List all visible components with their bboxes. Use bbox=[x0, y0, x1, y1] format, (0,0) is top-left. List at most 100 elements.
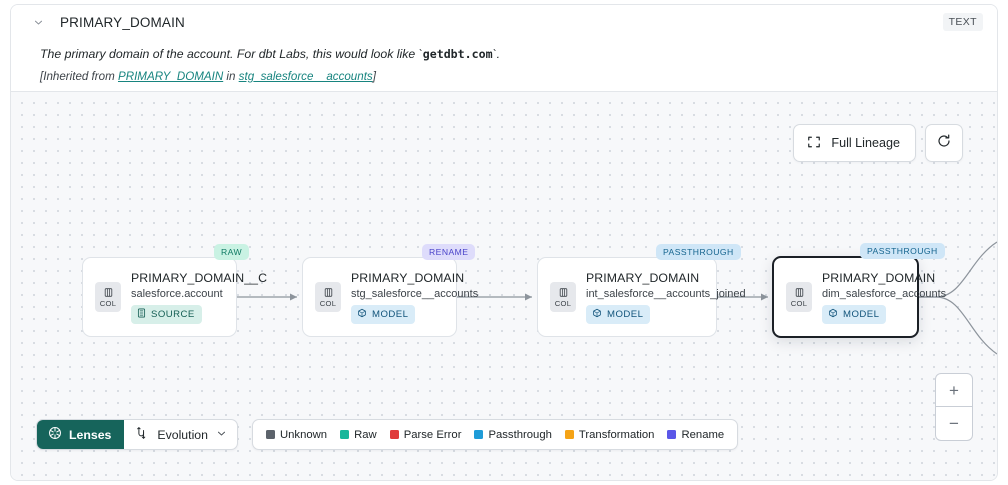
node-tag-raw: RAW bbox=[214, 244, 250, 260]
node-info: PRIMARY_DOMAIN__C salesforce.account bbox=[131, 271, 267, 324]
description-code: getdbt.com bbox=[422, 47, 493, 61]
evolution-dropdown[interactable]: Evolution bbox=[124, 420, 237, 449]
zoom-controls: + − bbox=[935, 373, 973, 441]
lineage-nodes: RAW COL PRIMARY_DOMAIN__C bbox=[11, 92, 997, 480]
node-table-name: stg_salesforce__accounts bbox=[351, 287, 479, 300]
page-title: PRIMARY_DOMAIN bbox=[60, 14, 185, 30]
lineage-node-salesforce-account[interactable]: COL PRIMARY_DOMAIN__C salesforce.account bbox=[82, 257, 267, 337]
legend-label: Parse Error bbox=[403, 428, 462, 441]
col-badge: COL bbox=[95, 282, 121, 312]
col-badge-label: COL bbox=[99, 298, 117, 308]
chevron-down-icon bbox=[216, 428, 227, 442]
description-text-pre: The primary domain of the account. For d… bbox=[40, 47, 423, 61]
legend-swatch bbox=[389, 430, 399, 439]
evolution-icon bbox=[135, 426, 149, 443]
lineage-canvas[interactable]: RAW COL PRIMARY_DOMAIN__C bbox=[11, 91, 997, 480]
col-badge: COL bbox=[550, 282, 576, 312]
node-table-name: int_salesforce__accounts_joined bbox=[586, 287, 746, 300]
node-table-name: salesforce.account bbox=[131, 287, 223, 300]
legend-item-transformation: Transformation bbox=[564, 428, 655, 441]
col-badge: COL bbox=[315, 282, 341, 312]
full-lineage-label: Full Lineage bbox=[831, 136, 900, 150]
legend-swatch bbox=[474, 430, 484, 439]
node-info: PRIMARY_DOMAIN int_salesforce__accounts_… bbox=[586, 271, 746, 324]
database-icon bbox=[137, 308, 146, 321]
inherited-from-note: [Inherited from PRIMARY_DOMAIN in stg_sa… bbox=[11, 62, 997, 84]
node-tag-rename: RENAME bbox=[422, 244, 476, 260]
node-kind-badge: MODEL bbox=[351, 304, 416, 324]
node-kind-badge: SOURCE bbox=[131, 304, 202, 324]
canvas-bottom-toolbar: Lenses Evolution bbox=[36, 419, 739, 450]
node-kind-label: MODEL bbox=[372, 308, 409, 320]
legend-item-rename: Rename bbox=[667, 429, 724, 441]
inherited-model-link[interactable]: stg_salesforce__accounts bbox=[238, 70, 373, 83]
lineage-legend: Unknown Raw Parse Error Passthrough bbox=[251, 419, 739, 450]
legend-item-parse-error: Parse Error bbox=[389, 428, 462, 441]
node-tag-passthrough: PASSTHROUGH bbox=[860, 243, 945, 259]
legend-label: Rename bbox=[681, 428, 725, 441]
lineage-node-stg-salesforce-accounts[interactable]: COL PRIMARY_DOMAIN stg_salesforce__accou… bbox=[302, 257, 478, 337]
cube-icon bbox=[357, 308, 367, 321]
legend-swatch bbox=[340, 430, 350, 439]
col-badge-label: COL bbox=[554, 298, 572, 308]
legend-swatch bbox=[667, 430, 677, 439]
legend-item-unknown: Unknown bbox=[265, 428, 328, 441]
legend-label: Unknown bbox=[279, 428, 328, 441]
node-table-name: dim_salesforce_accounts bbox=[822, 287, 947, 300]
legend-label: Passthrough bbox=[488, 428, 552, 441]
node-column-name: PRIMARY_DOMAIN bbox=[351, 270, 465, 285]
inherited-column-link[interactable]: PRIMARY_DOMAIN bbox=[117, 70, 224, 83]
zoom-out-button[interactable]: − bbox=[949, 414, 959, 433]
node-info: PRIMARY_DOMAIN dim_salesforce_accounts M… bbox=[822, 271, 946, 324]
node-kind-label: MODEL bbox=[843, 308, 880, 320]
description-text-post: `. bbox=[492, 47, 501, 61]
evolution-label: Evolution bbox=[157, 427, 208, 442]
legend-label: Transformation bbox=[578, 428, 655, 441]
node-column-name: PRIMARY_DOMAIN bbox=[586, 270, 700, 285]
legend-item-raw: Raw bbox=[340, 429, 377, 441]
lineage-node-dim-salesforce-accounts[interactable]: COL PRIMARY_DOMAIN dim_salesforce_accoun… bbox=[772, 256, 946, 338]
full-lineage-button[interactable]: Full Lineage bbox=[793, 124, 916, 162]
canvas-top-controls: Full Lineage bbox=[793, 124, 963, 162]
refresh-button[interactable] bbox=[925, 124, 963, 162]
column-icon bbox=[794, 287, 805, 298]
legend-swatch bbox=[564, 430, 574, 439]
inherited-middle: in bbox=[223, 70, 239, 83]
column-icon bbox=[323, 287, 334, 298]
lineage-node-int-salesforce-accounts-joined[interactable]: COL PRIMARY_DOMAIN int_salesforce__accou… bbox=[537, 257, 746, 337]
node-kind-badge: MODEL bbox=[586, 304, 651, 324]
inherited-prefix: [Inherited from bbox=[40, 70, 118, 83]
node-kind-badge: MODEL bbox=[822, 304, 887, 324]
column-icon bbox=[103, 287, 114, 298]
node-kind-label: SOURCE bbox=[151, 308, 195, 320]
lenses-button[interactable]: Lenses bbox=[37, 420, 125, 449]
expand-corners-icon bbox=[807, 135, 821, 152]
column-type-badge: TEXT bbox=[942, 13, 983, 31]
cube-icon bbox=[592, 308, 602, 321]
legend-swatch bbox=[265, 430, 275, 439]
column-description: The primary domain of the account. For d… bbox=[11, 39, 997, 62]
lenses-evolution-group: Lenses Evolution bbox=[36, 419, 238, 450]
lineage-edges bbox=[237, 241, 997, 355]
column-detail-panel: PRIMARY_DOMAIN TEXT The primary domain o… bbox=[10, 4, 998, 481]
column-icon bbox=[558, 287, 569, 298]
node-info: PRIMARY_DOMAIN stg_salesforce__accounts … bbox=[351, 271, 478, 324]
chevron-down-icon[interactable] bbox=[30, 14, 46, 30]
node-column-name: PRIMARY_DOMAIN__C bbox=[131, 270, 268, 285]
refresh-icon bbox=[936, 133, 952, 154]
lenses-label: Lenses bbox=[69, 427, 112, 442]
legend-label: Raw bbox=[354, 428, 377, 441]
col-badge: COL bbox=[786, 282, 812, 312]
inherited-suffix: ] bbox=[372, 70, 376, 83]
node-tag-passthrough: PASSTHROUGH bbox=[656, 244, 741, 260]
node-kind-label: MODEL bbox=[607, 308, 644, 320]
panel-header: PRIMARY_DOMAIN TEXT The primary domain o… bbox=[11, 5, 997, 91]
col-badge-label: COL bbox=[790, 298, 808, 308]
node-column-name: PRIMARY_DOMAIN bbox=[822, 270, 936, 285]
zoom-in-button[interactable]: + bbox=[936, 374, 972, 407]
cube-icon bbox=[828, 308, 838, 321]
col-badge-label: COL bbox=[319, 298, 337, 308]
panel-header-row: PRIMARY_DOMAIN TEXT bbox=[11, 5, 997, 39]
aperture-icon bbox=[48, 426, 62, 443]
